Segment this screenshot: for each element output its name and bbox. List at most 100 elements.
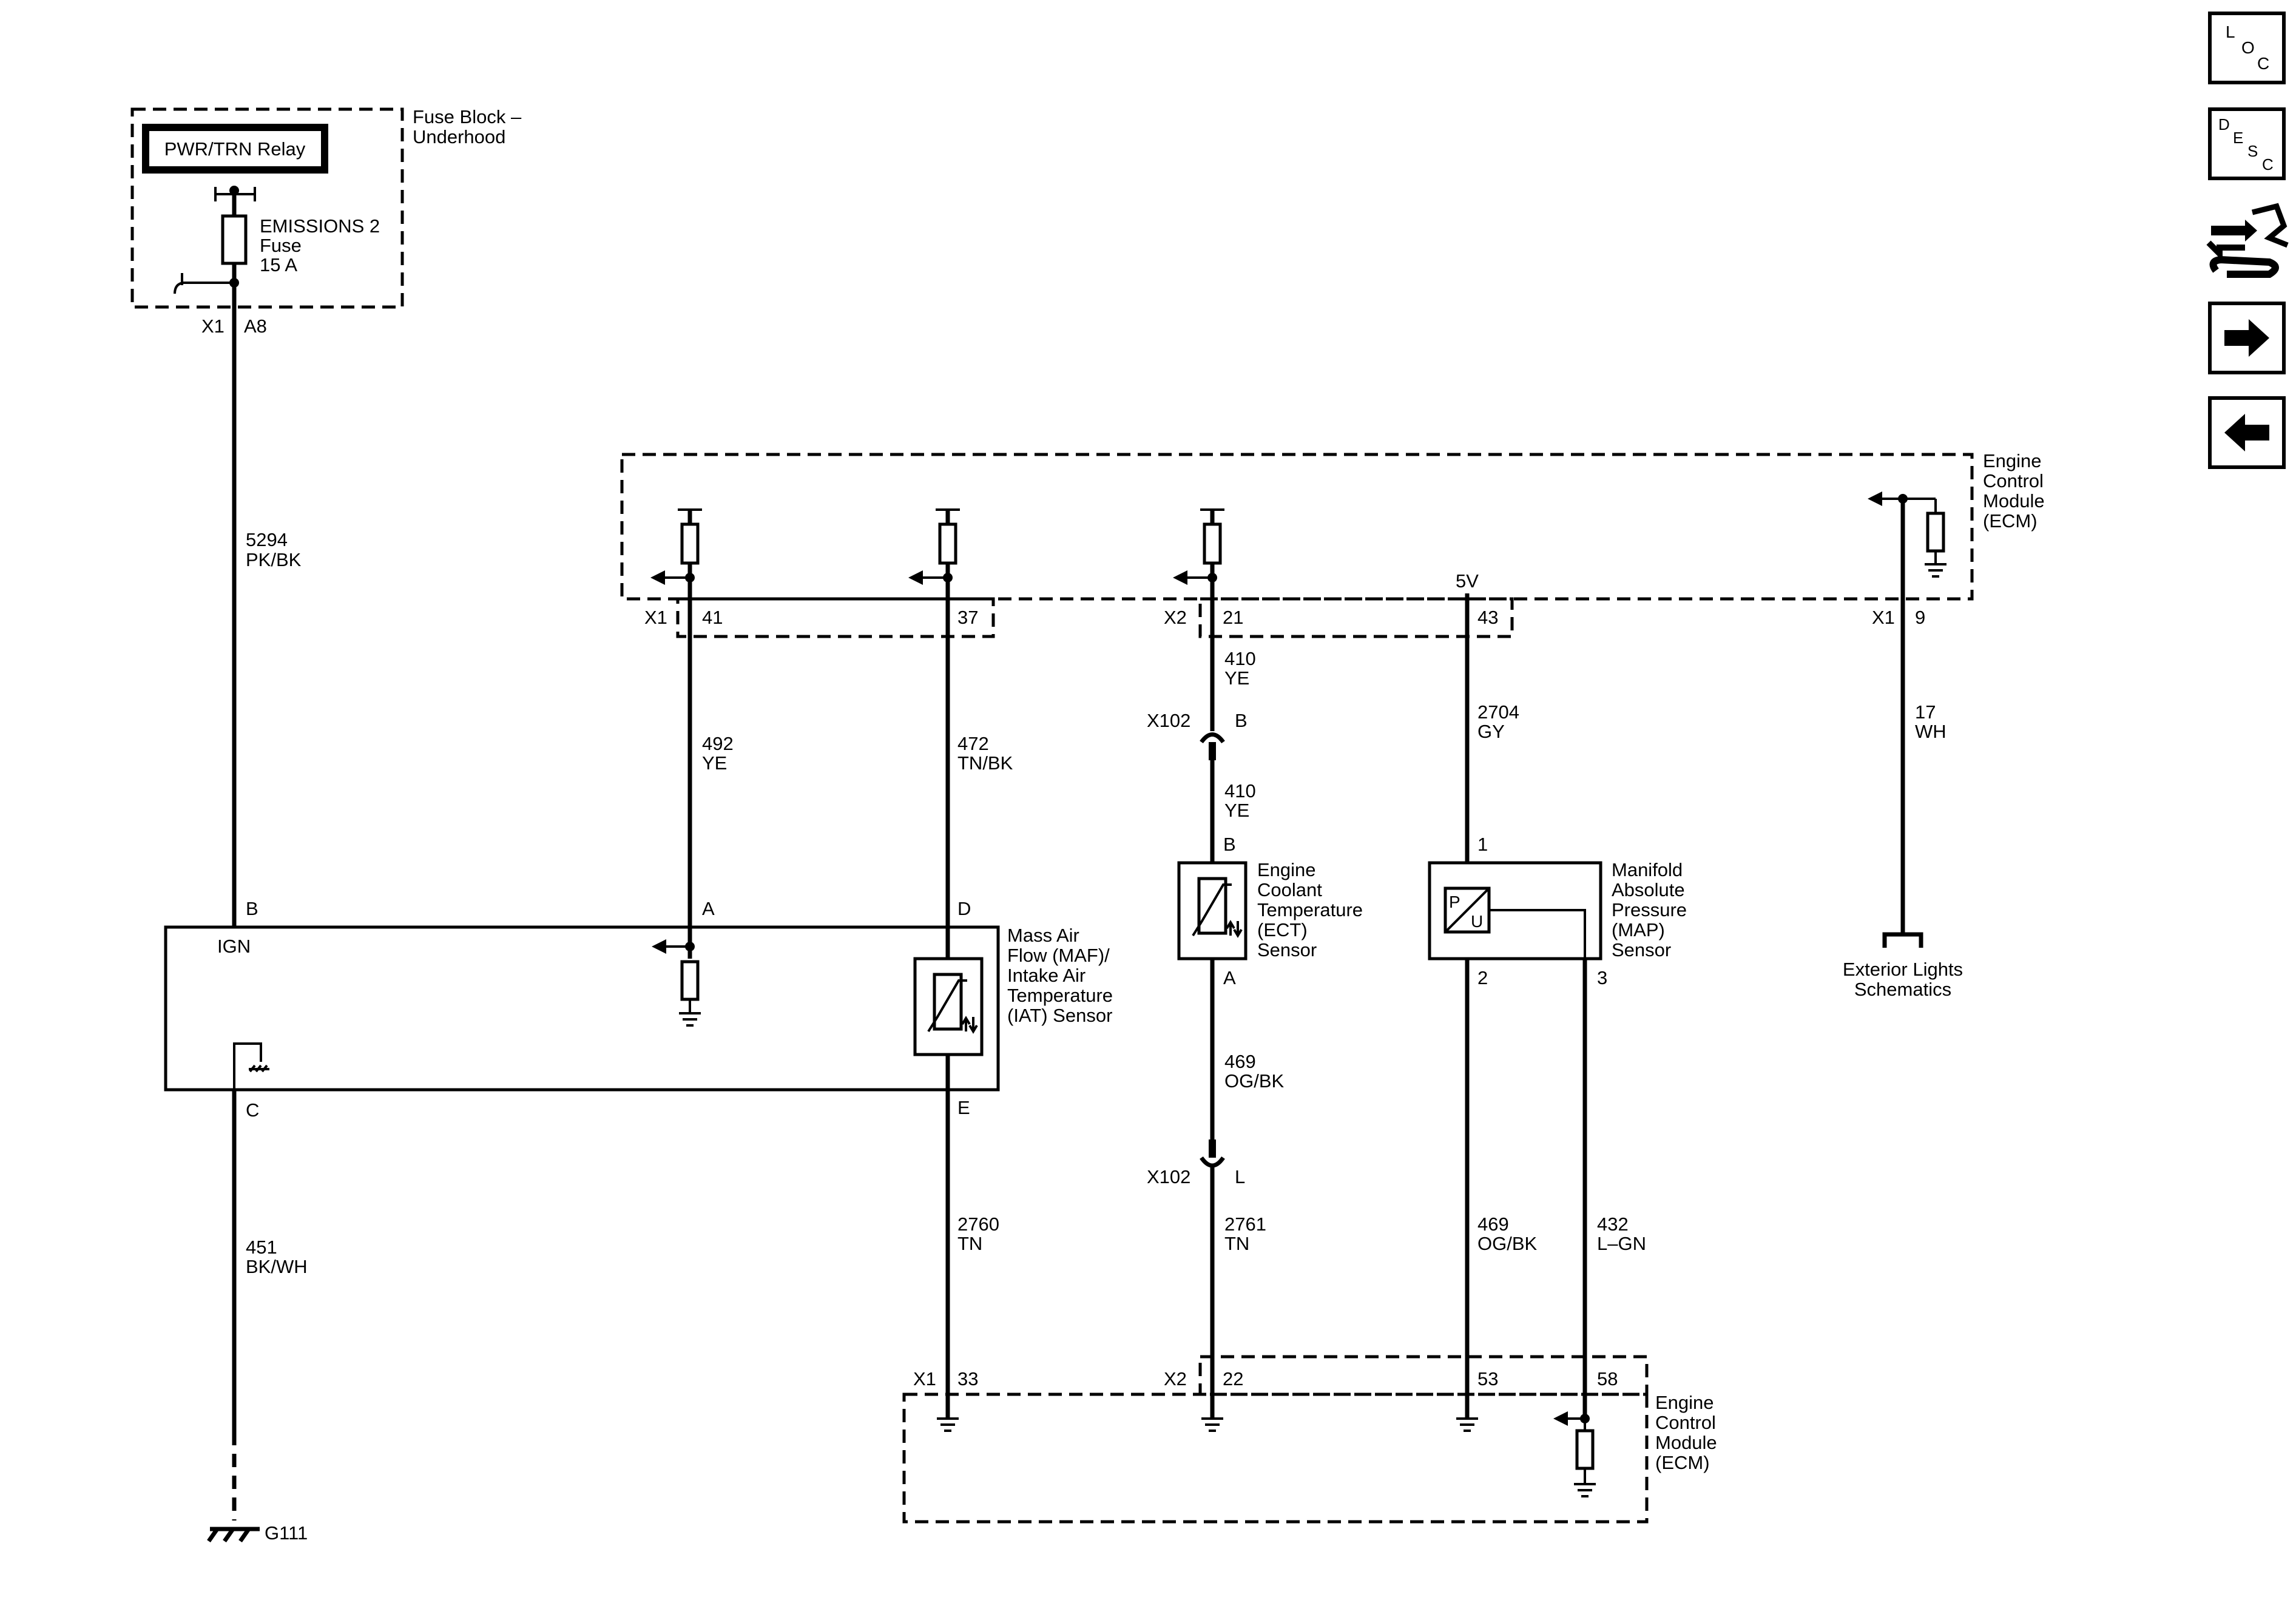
map-label-1: Manifold — [1612, 859, 1683, 880]
map-label-5: Sensor — [1612, 939, 1671, 960]
wire-432-color: L–GN — [1597, 1233, 1646, 1254]
ect-label-2: Coolant — [1257, 879, 1322, 900]
nav-next-button[interactable] — [2208, 302, 2286, 374]
connector-x1-9: X1 — [1872, 607, 1895, 628]
maf-internal-load — [652, 927, 701, 1027]
fuse-block-underhood: Fuse Block – Underhood PWR/TRN Relay EMI… — [130, 106, 522, 337]
wire-410-lower: 410 YE — [1210, 760, 1256, 863]
wire-17: 17 WH — [1882, 499, 1947, 948]
wire-2704: 2704 GY — [1465, 593, 1519, 863]
ecm-top-label-1: Engine — [1983, 450, 2042, 471]
fuse-block-title-1: Fuse Block – — [413, 106, 522, 127]
connector-x1-41: X1 — [644, 607, 667, 628]
fuse-label-2: Fuse — [260, 235, 302, 256]
wire-17-color: WH — [1915, 721, 1947, 742]
nav-connector-button[interactable] — [2206, 203, 2289, 278]
pin-22: 22 — [1223, 1368, 1243, 1389]
desc-c: C — [2262, 155, 2274, 174]
fuse-label-3: 15 A — [260, 254, 297, 275]
wire-492-number: 492 — [702, 733, 734, 754]
nav-loc-button[interactable]: L O C — [2208, 12, 2286, 84]
ect-label-4: (ECT) — [1257, 919, 1308, 940]
x102-connector-b: X102 B — [1147, 710, 1248, 760]
x102-l-pin: L — [1235, 1166, 1245, 1187]
ecm-5v-label: 5V — [1456, 570, 1479, 592]
maf-iat-sensor: IGN B A D C E Mass Air Flow (MAF)/ Intak… — [164, 898, 1113, 1121]
connector-x2-22: X2 — [1164, 1368, 1187, 1389]
arrow-left-icon — [2224, 414, 2269, 451]
wire-17-number: 17 — [1915, 701, 1936, 723]
ecm-bottom-label-2: Control — [1655, 1412, 1716, 1433]
maf-pin-a: A — [702, 898, 715, 919]
ecm-top-connectors: X1 41 37 X2 21 43 X1 9 — [644, 597, 1925, 638]
map-label-2: Absolute — [1612, 879, 1685, 900]
maf-case-ground — [233, 1042, 269, 1090]
maf-pin-c: C — [246, 1099, 259, 1121]
wire-432: 432 L–GN — [1582, 959, 1646, 1419]
ecm-input-9 — [1868, 491, 1947, 578]
emissions-2-fuse: EMISSIONS 2 Fuse 15 A — [174, 186, 380, 294]
maf-pin-d: D — [957, 898, 971, 919]
loc-c: C — [2257, 54, 2269, 73]
wire-469a-number: 469 — [1224, 1051, 1256, 1072]
ecm-bottom-label-3: Module — [1655, 1432, 1717, 1453]
ecm-bottom-label-1: Engine — [1655, 1392, 1714, 1413]
ecm-ground-53 — [1456, 1417, 1478, 1432]
wire-2761: 2761 TN — [1210, 1166, 1266, 1406]
wire-5294: 5294 PK/BK — [232, 283, 302, 927]
pin-21: 21 — [1223, 607, 1243, 628]
map-pin-3: 3 — [1597, 967, 1607, 988]
map-sensor: P U 1 2 3 Manifold Absolute Pressure (MA… — [1428, 834, 1687, 988]
fuse-block-title-2: Underhood — [413, 126, 505, 147]
wire-472: 472 TN/BK — [945, 578, 1013, 927]
ect-pin-b: B — [1223, 834, 1236, 855]
wire-2704-color: GY — [1477, 721, 1505, 742]
fuse-connector-label: X1 — [201, 316, 225, 337]
ecm-pullup-21 — [1173, 508, 1224, 585]
ect-label-5: Sensor — [1257, 939, 1317, 960]
ground-label: G111 — [265, 1522, 308, 1544]
pin-41: 41 — [702, 607, 723, 628]
ecm-bottom-label-4: (ECM) — [1655, 1452, 1710, 1473]
pin-33: 33 — [957, 1368, 978, 1389]
wire-469a-color: OG/BK — [1224, 1070, 1285, 1092]
maf-pin-b: B — [246, 898, 258, 919]
maf-label-2: Flow (MAF)/ — [1007, 945, 1110, 966]
nav-prev-button[interactable] — [2208, 396, 2286, 469]
wire-469-ect: 469 OG/BK — [1210, 959, 1285, 1139]
wire-2760-color: TN — [957, 1233, 982, 1254]
ecm-top-label-4: (ECM) — [1983, 510, 2038, 532]
x102-b-label: X102 — [1147, 710, 1190, 731]
pin-9: 9 — [1915, 607, 1925, 628]
x102-connector-l: X102 L — [1147, 1139, 1245, 1187]
wire-410-upper: 410 YE — [1210, 578, 1256, 731]
ecm-pullup-37 — [908, 508, 960, 585]
loc-o: O — [2241, 38, 2255, 57]
map-pin-1: 1 — [1477, 834, 1488, 855]
desc-e: E — [2233, 129, 2243, 147]
wire-2761-color: TN — [1224, 1233, 1249, 1254]
ground-g111: G111 — [207, 1522, 308, 1544]
loc-l: L — [2226, 22, 2235, 41]
nav-desc-button[interactable]: D E S C — [2208, 107, 2286, 180]
relay-label: PWR/TRN Relay — [164, 138, 306, 160]
ecm-pullup-41 — [650, 508, 702, 585]
ect-label-1: Engine — [1257, 859, 1316, 880]
ecm-top-label-2: Control — [1983, 470, 2044, 491]
wire-2761-number: 2761 — [1224, 1214, 1266, 1235]
x102-l-label: X102 — [1147, 1166, 1190, 1187]
wire-472-color: TN/BK — [957, 752, 1013, 774]
maf-pin-e: E — [957, 1097, 970, 1118]
map-label-4: (MAP) — [1612, 919, 1665, 940]
loc-icon: L O C — [2226, 22, 2269, 73]
map-glyph-u: U — [1471, 912, 1483, 931]
fuse-pin-label: A8 — [244, 316, 267, 337]
wire-2760: 2760 TN — [945, 1090, 999, 1406]
ecm-top-label-3: Module — [1983, 490, 2045, 511]
wire-469-map: 469 OG/BK — [1465, 959, 1538, 1406]
map-glyph-p: P — [1449, 893, 1460, 911]
map-label-3: Pressure — [1612, 899, 1687, 920]
iat-thermistor — [913, 927, 984, 1090]
wire-469b-color: OG/BK — [1477, 1233, 1538, 1254]
